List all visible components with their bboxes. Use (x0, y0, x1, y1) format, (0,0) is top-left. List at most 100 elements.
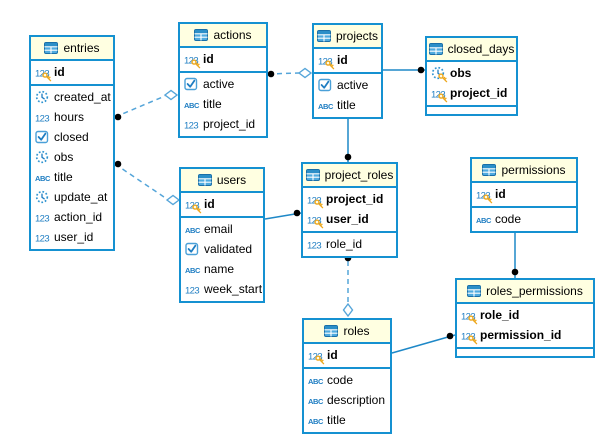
column-name: title (54, 170, 73, 184)
column-row-user_id[interactable]: 123 user_id (303, 209, 396, 229)
boolean-icon (35, 130, 53, 144)
column-name: hours (54, 110, 85, 124)
relation-dot-marker (267, 70, 275, 78)
svg-text:ABC: ABC (185, 266, 201, 275)
number-icon: 123 (35, 110, 53, 124)
svg-text:123: 123 (35, 213, 49, 224)
svg-text:123: 123 (184, 120, 198, 131)
table-name: permissions (501, 163, 566, 177)
table-header[interactable]: users (181, 169, 263, 193)
table-header[interactable]: closed_days (427, 38, 516, 62)
table-name: projects (335, 29, 379, 43)
svg-text:ABC: ABC (476, 216, 492, 225)
column-row-closed[interactable]: closed (31, 127, 113, 147)
svg-text:123: 123 (307, 215, 321, 226)
column-row-active[interactable]: active (180, 74, 266, 94)
column-name: user_id (326, 212, 369, 226)
table-icon (305, 168, 320, 182)
column-name: title (337, 98, 356, 112)
datetime-icon (35, 90, 53, 104)
table-header[interactable]: roles_permissions (457, 280, 593, 304)
relation-actions-projects[interactable] (267, 67, 313, 79)
column-name: active (337, 78, 369, 92)
column-row-created_at[interactable]: created_at (31, 87, 113, 107)
relation-dot-marker (114, 113, 122, 121)
column-row-validated[interactable]: validated (181, 239, 263, 259)
relation-dot-marker (446, 332, 454, 340)
column-row-update_at[interactable]: update_at (31, 187, 113, 207)
column-row-obs[interactable]: obs (427, 63, 516, 83)
relation-entries-actions[interactable] (114, 89, 179, 121)
column-name: id (54, 65, 65, 79)
column-name: obs (450, 66, 472, 80)
table-header[interactable]: projects (314, 25, 381, 49)
primary-key-icon (314, 219, 324, 229)
table-header[interactable]: roles (304, 320, 390, 344)
relation-entries-users[interactable] (114, 160, 181, 206)
primary-key-icon (468, 315, 478, 325)
table-header[interactable]: project_roles (303, 164, 396, 188)
table-header[interactable]: entries (31, 37, 113, 61)
relation-project_roles-roles[interactable] (342, 252, 354, 318)
table-header[interactable]: actions (180, 24, 266, 48)
columns-section (427, 105, 516, 114)
primary-key-icon (191, 59, 201, 69)
relation-projects-project_roles[interactable] (344, 112, 352, 162)
column-row-active[interactable]: active (314, 75, 381, 95)
column-name: week_start (204, 282, 263, 296)
number-icon: 123 (461, 308, 479, 325)
svg-text:123: 123 (461, 331, 475, 342)
relation-permissions-roles_permissions[interactable] (511, 230, 519, 278)
column-name: email (204, 222, 233, 236)
primary-key-icon (438, 73, 448, 83)
relation-users-project_roles[interactable] (264, 209, 302, 220)
table-header[interactable]: permissions (472, 159, 576, 183)
primary-key-icon (192, 204, 202, 214)
column-row-obs[interactable]: obs (31, 147, 113, 167)
column-name: title (327, 413, 346, 427)
column-name: user_id (54, 230, 94, 244)
svg-text:ABC: ABC (35, 174, 51, 183)
relation-projects-closed_days[interactable] (383, 66, 425, 74)
relation-roles-roles_permissions[interactable] (391, 332, 456, 354)
